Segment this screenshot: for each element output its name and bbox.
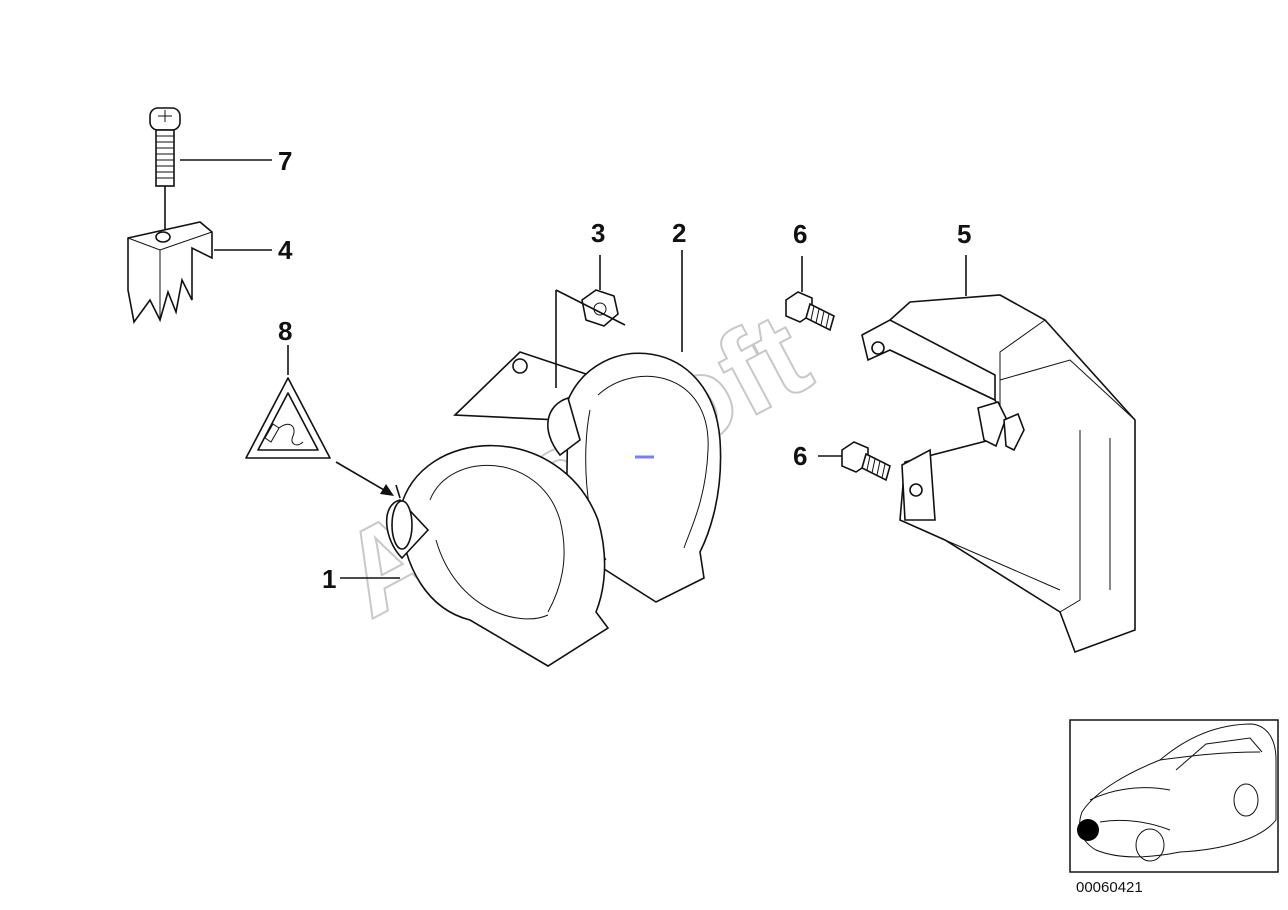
callout-1: 1 [322,564,336,594]
callout-2: 2 [672,218,686,248]
bolt-part-6-lower [818,441,891,482]
callout-5: 5 [957,219,971,249]
warning-label-part-8 [245,345,331,459]
callout-6-lower: 6 [793,441,807,471]
screw-part-7 [149,107,181,235]
callout-7: 7 [278,146,292,176]
reference-number: 00060421 [1076,879,1143,896]
horn-part-1 [385,444,610,667]
bolt-part-6-upper [785,256,835,332]
bracket-part-4 [127,221,213,324]
car-location-inset [1069,719,1279,873]
callout-4: 4 [278,235,293,265]
callout-8: 8 [278,316,292,346]
callout-3: 3 [591,218,605,248]
callout-6-upper: 6 [793,219,807,249]
horn-part-2 [453,351,722,603]
arrow-head [380,484,394,496]
nut-part-3 [555,255,626,388]
cover-part-5 [861,255,1136,654]
location-marker [1077,819,1099,841]
leader-8-arrow [335,461,385,491]
